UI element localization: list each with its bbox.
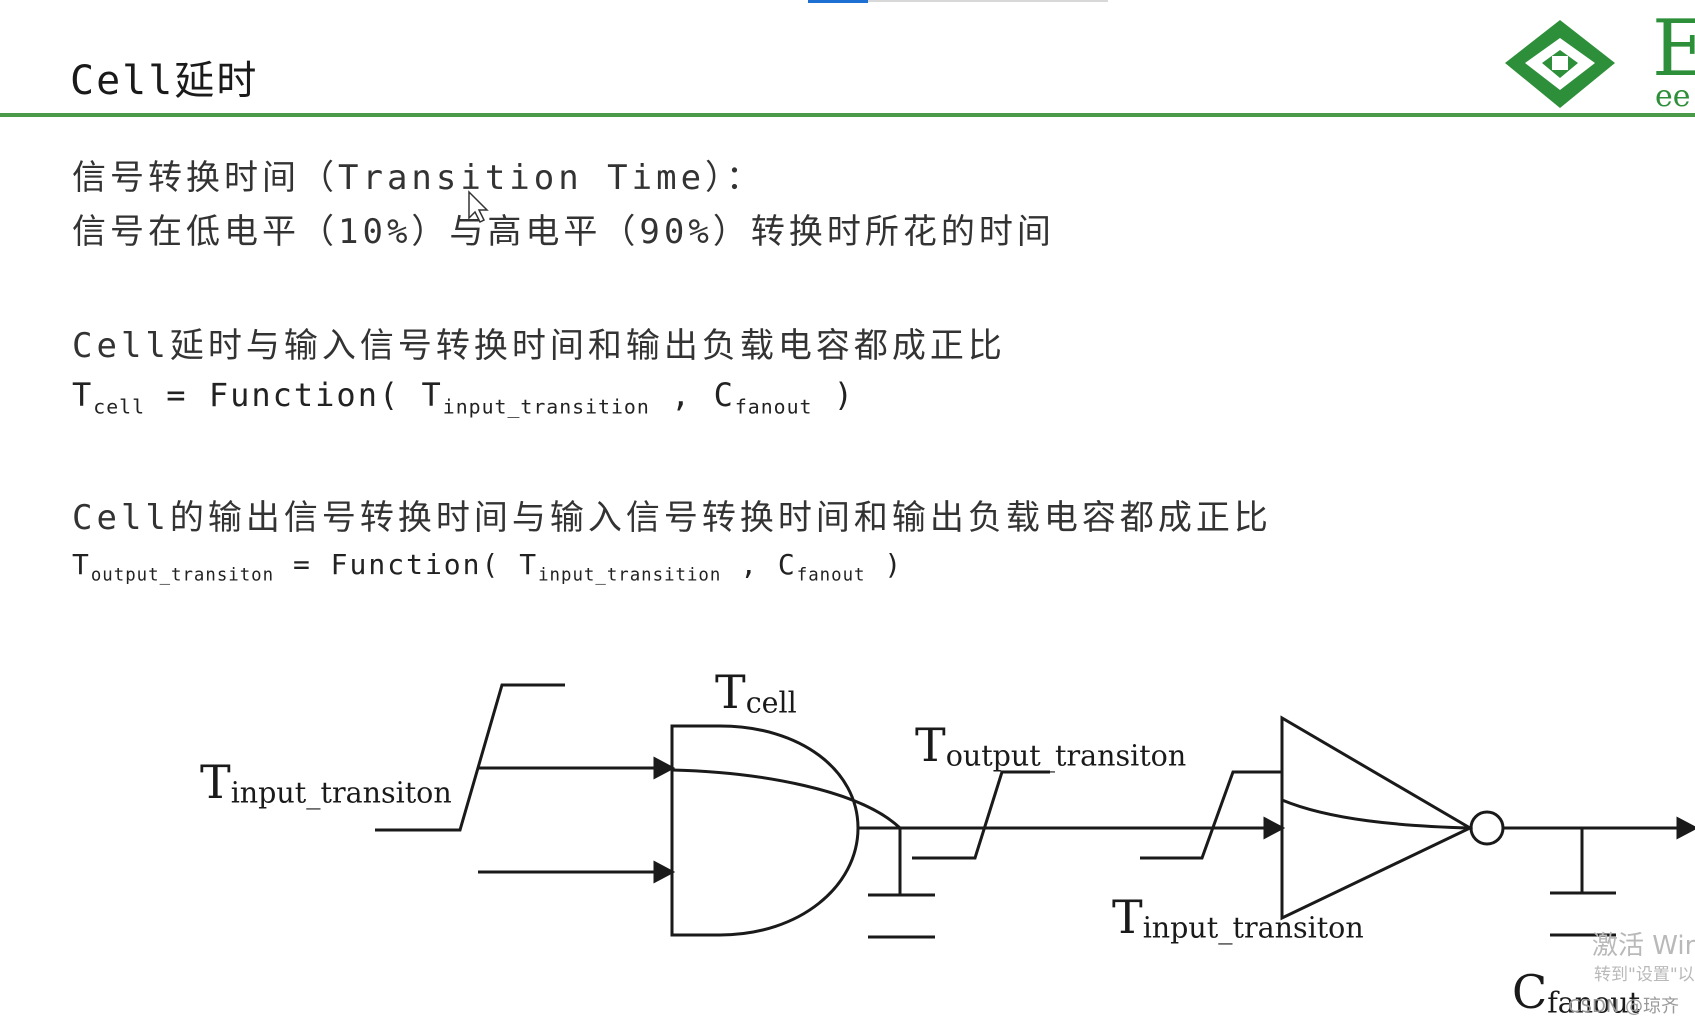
arrowhead-d: [1676, 816, 1695, 840]
label-cell-delay-main: T: [715, 665, 746, 719]
csdn-credit: CSDN @琼齐: [1568, 996, 1680, 1017]
formula2-arg2-sub: fanout: [796, 565, 866, 586]
label-input2-transition-sub: input_transiton: [1142, 911, 1364, 945]
statement-cell-delay: Cell延时与输入信号转换时间和输出负载电容都成正比: [72, 326, 1006, 366]
label-cell-delay-sub: cell: [745, 686, 797, 720]
logo-subtext: ee: [1655, 79, 1691, 114]
windows-activation-hint: 转到"设置"以: [1594, 965, 1695, 985]
formula1-arg2: C: [713, 376, 735, 414]
formula1-eq: = Function(: [145, 376, 422, 414]
label-input-transition: Tinput_transiton: [200, 755, 452, 809]
slide-title: Cell延时: [70, 58, 259, 104]
formula2-eq: = Function(: [274, 548, 520, 581]
top-accent-bar: [808, 0, 868, 3]
label-cell-delay: Tcell: [715, 665, 797, 719]
statement-output-transition: Cell的输出信号转换时间与输入信号转换时间和输出负载电容都成正比: [72, 498, 1272, 538]
windows-activation-watermark: 激活 Win: [1592, 931, 1695, 961]
title-divider: [0, 113, 1695, 117]
formula-cell-delay: Tcell = Function( Tinput_transition , Cf…: [72, 376, 855, 418]
buffer-inversion-bubble: [1469, 810, 1505, 846]
top-scroll-bar: [868, 0, 1108, 2]
label-input-transition-main: T: [200, 755, 231, 809]
formula-output-transition: Toutput_transiton = Function( Tinput_tra…: [72, 548, 903, 586]
buffer-gate-body: [1280, 715, 1474, 921]
label-output-transition-main: T: [915, 718, 946, 772]
formula1-sep: ,: [649, 376, 714, 414]
formula2-arg1: T: [519, 548, 539, 581]
company-logo-icon: [1505, 20, 1615, 108]
label-output-transition: Toutput_transiton: [915, 718, 1186, 772]
arrowhead-a: [653, 756, 676, 780]
formula2-lhs-sub: output_transiton: [90, 565, 275, 586]
formula1-arg2-sub: fanout: [734, 395, 813, 419]
formula2-arg1-sub: input_transition: [538, 565, 722, 586]
and-gate-internal-curve: [671, 768, 902, 830]
and-gate-body: [670, 724, 860, 937]
formula2-sep: ,: [721, 548, 778, 581]
formula2-arg2: C: [777, 548, 797, 581]
logo-letter: E: [1652, 4, 1695, 94]
mouse-cursor-icon: [468, 190, 489, 224]
label-fanout-sub: fanout: [1547, 986, 1641, 1020]
label-output-transition-sub: output_transiton: [945, 739, 1187, 773]
timing-circuit-diagram: [375, 683, 1695, 939]
arrowhead-b: [653, 860, 676, 884]
label-fanout-main: C: [1512, 965, 1548, 1019]
definition-text: 信号在低电平（10%）与高电平（90%）转换时所花的时间: [72, 212, 1055, 252]
formula2-lhs: T: [72, 548, 91, 581]
formula1-arg1: T: [421, 376, 443, 414]
formula1-lhs: T: [72, 376, 94, 414]
arrowhead-c: [1263, 816, 1286, 840]
input2-waveform: [1140, 770, 1282, 860]
label-input2-transition: Tinput_transiton: [1112, 890, 1364, 944]
label-fanout-capacitance: Cfanout: [1512, 965, 1640, 1019]
input-waveform: [375, 683, 565, 832]
label-input-transition-sub: input_transiton: [230, 776, 452, 810]
formula1-arg1-sub: input_transition: [442, 395, 650, 419]
definition-heading: 信号转换时间（Transition Time）：: [72, 158, 765, 198]
formula2-close: ): [865, 548, 904, 581]
formula1-close: ): [812, 376, 855, 414]
label-input2-transition-main: T: [1112, 890, 1143, 944]
formula1-lhs-sub: cell: [93, 395, 146, 419]
output-waveform: [912, 770, 1050, 860]
buffer-internal-curve: [1281, 798, 1471, 830]
